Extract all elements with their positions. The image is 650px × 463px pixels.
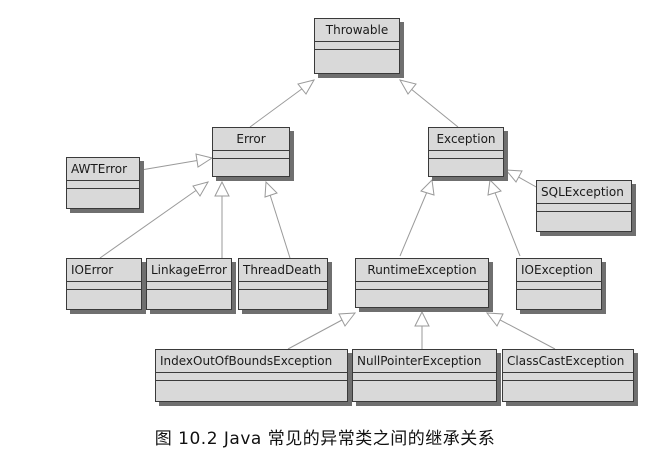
class-box-error: Error: [212, 127, 290, 177]
class-attributes-section: [213, 151, 289, 159]
class-name-ioerror: IOError: [67, 259, 141, 282]
arrowhead-runtime-classcast: [485, 312, 504, 327]
class-box-sqlexception: SQLException: [536, 180, 632, 232]
arrowhead-error-thread: [264, 180, 278, 198]
class-attributes-section: [537, 204, 631, 212]
arrowhead-error-io: [192, 181, 210, 197]
arrowhead-throwable-left: [297, 79, 316, 95]
edge-ioerror-error: [99, 181, 209, 259]
class-name-throwable: Throwable: [315, 19, 399, 42]
class-attributes-section: [147, 282, 231, 290]
class-attributes-section: [356, 282, 488, 290]
class-box-exception: Exception: [428, 127, 504, 177]
class-box-throwable: Throwable: [314, 18, 400, 74]
class-box-runtimeexception: RuntimeException: [355, 258, 489, 308]
class-box-threaddeath: ThreadDeath: [238, 258, 328, 310]
class-attributes-section: [67, 181, 139, 189]
class-attributes-section: [353, 373, 496, 381]
arrowhead-exception-runtime: [420, 178, 435, 196]
class-name-exception: Exception: [429, 128, 503, 151]
class-box-awterror: AWTError: [66, 157, 140, 209]
class-name-ioexception: IOException: [517, 259, 601, 282]
class-name-sqlexception: SQLException: [537, 181, 631, 204]
arrowhead-error-linkage: [214, 180, 230, 197]
class-box-linkageerror: LinkageError: [146, 258, 232, 310]
class-attributes-section: [503, 373, 633, 381]
class-name-linkageerror: LinkageError: [147, 259, 231, 282]
class-attributes-section: [429, 151, 503, 159]
class-attributes-section: [156, 373, 347, 381]
class-attributes-section: [239, 282, 327, 290]
arrowhead-throwable-right: [398, 79, 417, 95]
class-attributes-section: [517, 282, 601, 290]
arrowhead-runtime-null: [414, 310, 430, 327]
class-name-indexoutofboundsexception: IndexOutOfBoundsException: [156, 350, 347, 373]
class-name-threaddeath: ThreadDeath: [239, 259, 327, 282]
class-box-nullpointerexception: NullPointerException: [352, 349, 497, 402]
arrowhead-runtime-index: [338, 312, 357, 327]
arrowhead-error-awt: [195, 153, 214, 168]
class-name-runtimeexception: RuntimeException: [356, 259, 488, 282]
class-name-error: Error: [213, 128, 289, 151]
arrowhead-exception-sql: [504, 169, 523, 183]
class-attributes-section: [67, 282, 141, 290]
arrowhead-exception-io: [487, 178, 502, 196]
class-name-nullpointerexception: NullPointerException: [353, 350, 496, 373]
class-box-ioerror: IOError: [66, 258, 142, 310]
class-box-classcastexception: ClassCastException: [502, 349, 634, 402]
class-name-awterror: AWTError: [67, 158, 139, 181]
class-box-indexoutofboundsexception: IndexOutOfBoundsException: [155, 349, 348, 402]
class-attributes-section: [315, 42, 399, 50]
figure-caption: 图 10.2 Java 常见的异常类之间的继承关系: [154, 429, 496, 449]
class-name-classcastexception: ClassCastException: [503, 350, 633, 373]
class-box-ioexception: IOException: [516, 258, 602, 310]
